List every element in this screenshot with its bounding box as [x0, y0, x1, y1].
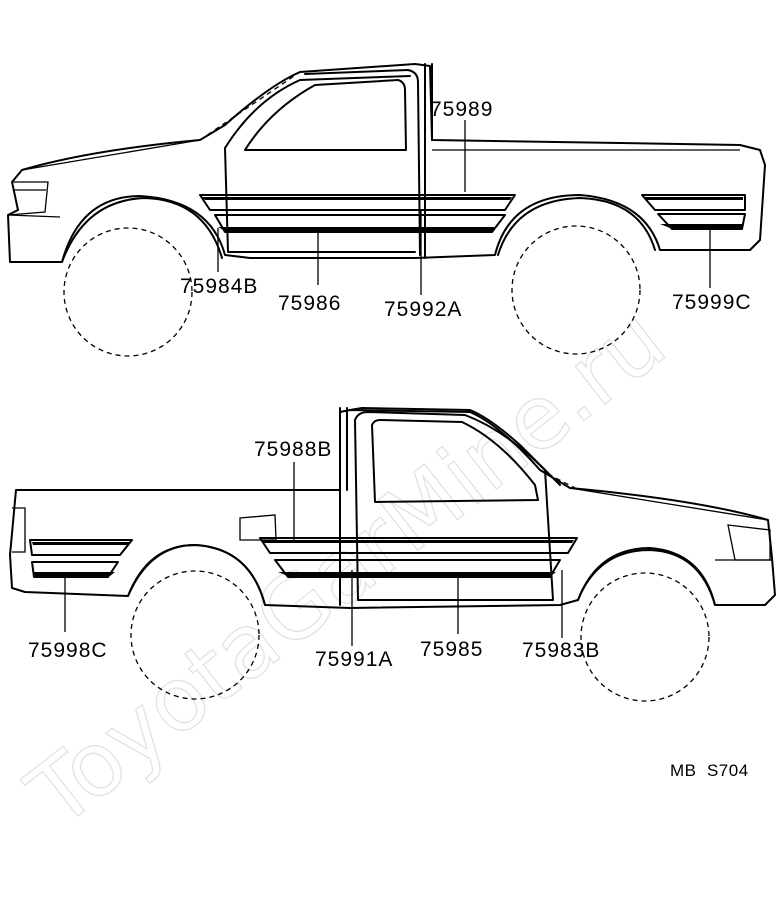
label-75984b: 75984B — [180, 275, 258, 298]
label-75985: 75985 — [420, 638, 483, 661]
label-75998c: 75998C — [28, 639, 108, 662]
label-75992a: 75992A — [384, 298, 462, 321]
watermark: ToyotaGarMine.ru — [8, 287, 685, 847]
label-75999c: 75999C — [672, 291, 752, 314]
label-75986: 75986 — [278, 292, 341, 315]
label-75988b: 75988B — [254, 438, 332, 461]
drawing-code: MB S704 — [670, 761, 749, 780]
label-75983b: 75983B — [522, 639, 600, 662]
label-75989: 75989 — [430, 98, 493, 121]
upper-truck-drawing — [7, 63, 766, 357]
lower-truck-drawing — [9, 407, 776, 702]
label-75991a: 75991A — [315, 648, 393, 671]
watermark-text: ToyotaGarMine.ru — [9, 288, 684, 847]
